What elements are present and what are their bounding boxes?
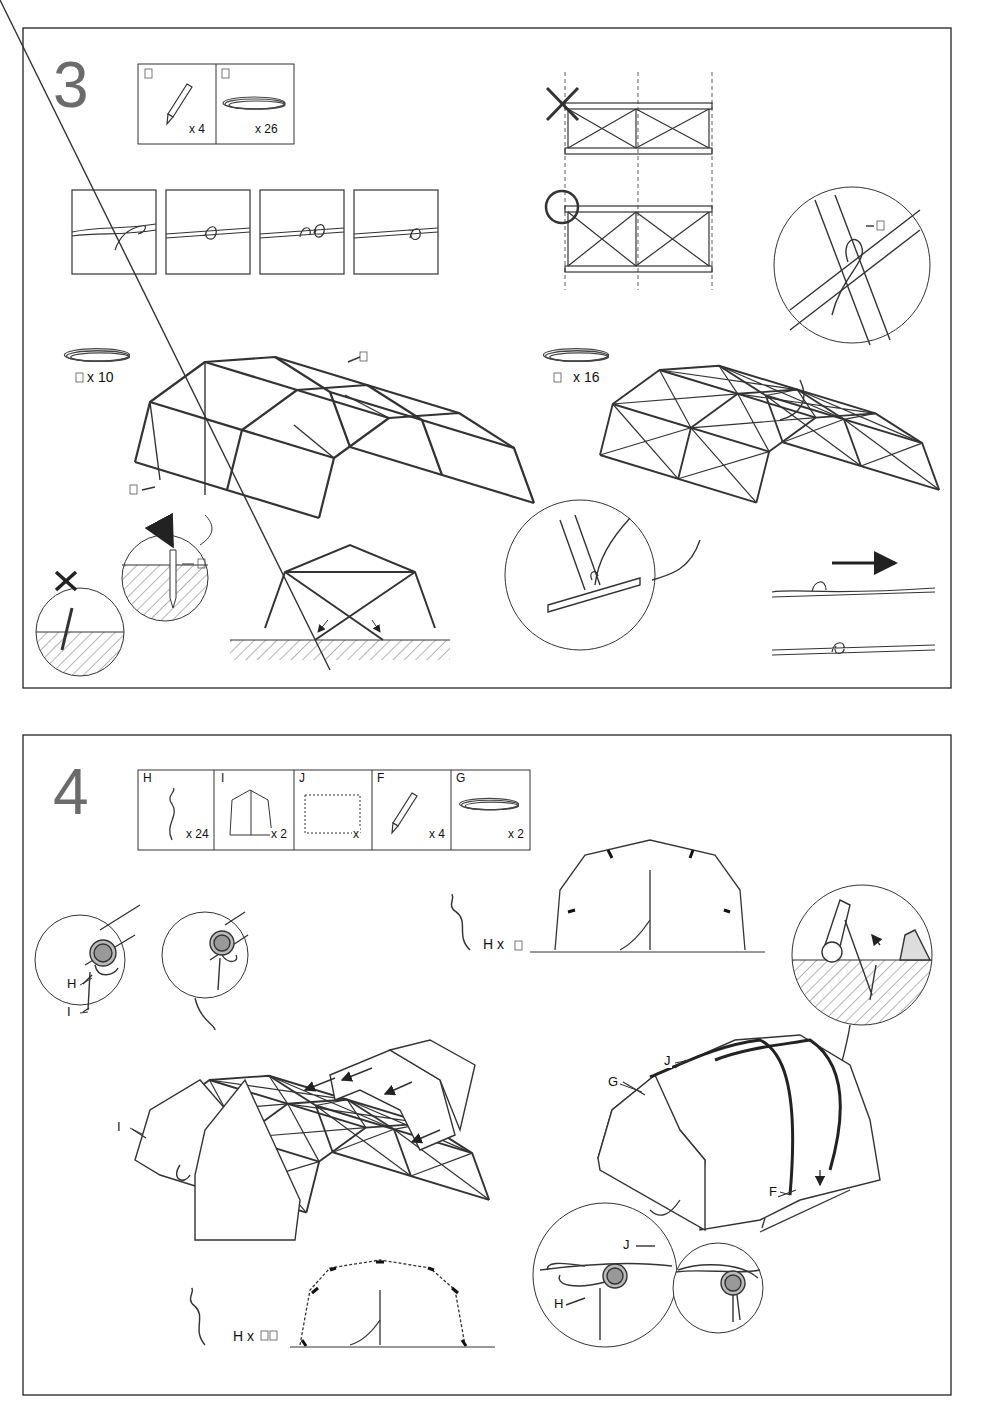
part-label: J [298, 772, 306, 785]
part-label: H x [482, 937, 505, 952]
part-label: x 4 [188, 123, 206, 136]
part-label: F [376, 772, 385, 785]
part-label: I [220, 772, 225, 785]
part-label: I [116, 1120, 122, 1134]
part-label: x 24 [185, 828, 210, 841]
part-label: H x [232, 1329, 255, 1344]
part-label: J [663, 1054, 672, 1068]
part-label: H [553, 1297, 564, 1311]
part-label: x 2 [270, 828, 288, 841]
part-label: H [66, 977, 77, 991]
part-label: x 2 [507, 828, 525, 841]
part-label: G [455, 772, 466, 785]
part-label: x 4 [428, 828, 446, 841]
part-label: x 26 [254, 123, 279, 136]
part-label: F [768, 1185, 778, 1199]
part-label: x 10 [86, 370, 114, 385]
step-number: 4 [52, 757, 90, 827]
part-label: I [66, 1005, 72, 1019]
part-label: x [352, 828, 360, 841]
part-label: x 16 [572, 370, 600, 385]
part-label: G [607, 1075, 619, 1089]
part-label: J [622, 1238, 631, 1252]
part-label: H [142, 772, 153, 785]
step-number: 3 [52, 50, 90, 120]
